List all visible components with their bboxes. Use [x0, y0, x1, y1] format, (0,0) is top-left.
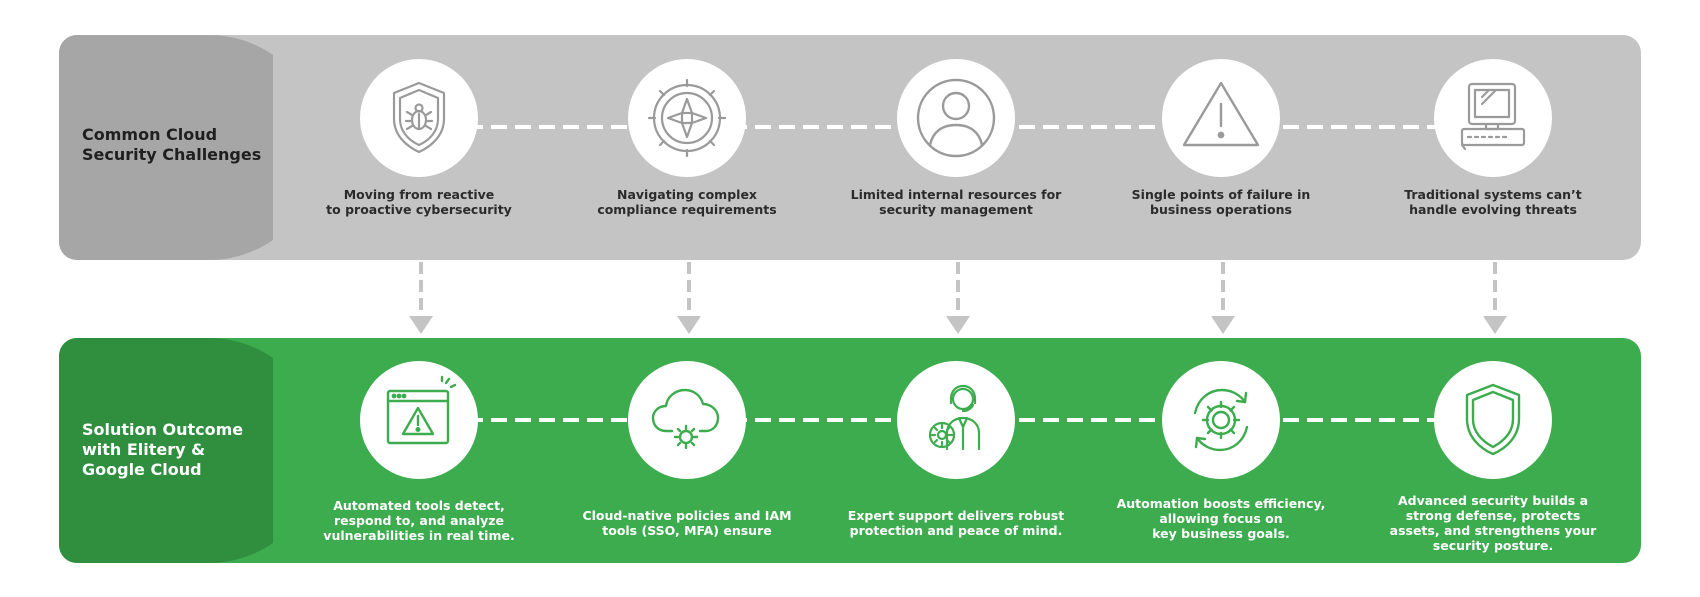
cloud-gear-icon: [651, 388, 720, 450]
solution-node-1: [360, 361, 478, 479]
solution-node-2: [628, 361, 746, 479]
challenge-node-5: [1434, 59, 1552, 177]
gear-refresh-icon: [1193, 388, 1249, 452]
challenge-node-1: [360, 59, 478, 177]
challenge-node-2: [628, 59, 746, 177]
challenge-caption-2: Navigating complex compliance requiremen…: [597, 187, 777, 217]
challenge-caption-3: Limited internal resources for security …: [850, 187, 1062, 217]
arrow-head-5: [1483, 316, 1507, 334]
challenge-caption-4: Single points of failure in business ope…: [1131, 187, 1311, 217]
solution-node-4: [1162, 361, 1280, 479]
solution-caption-5: Advanced security builds a strong defens…: [1389, 493, 1597, 553]
desktop-computer-icon: [1460, 82, 1526, 151]
solution-node-5: [1434, 361, 1552, 479]
solution-node-3: [897, 361, 1015, 479]
solution-caption-3: Expert support delivers robust protectio…: [847, 508, 1065, 538]
shield-bug-icon: [392, 81, 446, 154]
challenges-title: Common Cloud Security Challenges: [82, 125, 262, 164]
solutions-band: Solution Outcome with Elitery & Google C…: [59, 338, 1641, 563]
gear-compass-icon: [647, 78, 727, 158]
arrow-head-2: [677, 316, 701, 334]
challenge-caption-5: Traditional systems can’t handle evolvin…: [1404, 187, 1582, 217]
solution-caption-1: Automated tools detect, respond to, and …: [323, 498, 515, 543]
arrow-head-1: [409, 316, 433, 334]
shield-icon: [1465, 383, 1521, 456]
arrow-head-3: [946, 316, 970, 334]
solution-caption-4: Automation boosts efficiency, allowing f…: [1116, 496, 1326, 541]
solutions-title: Solution Outcome with Elitery & Google C…: [82, 420, 244, 479]
support-agent-icon: [928, 384, 981, 451]
solution-caption-2: Cloud-native policies and IAM tools (SSO…: [582, 508, 792, 538]
challenge-node-3: [897, 59, 1015, 177]
challenge-caption-1: Moving from reactive to proactive cybers…: [326, 187, 512, 217]
challenges-tab: [59, 35, 273, 260]
solutions-tab: [59, 338, 273, 563]
user-icon: [916, 78, 996, 158]
challenge-node-4: [1162, 59, 1280, 177]
arrow-head-4: [1211, 316, 1235, 334]
warning-icon: [1182, 81, 1260, 147]
challenges-band: Common Cloud Security Challenges Moving …: [59, 35, 1641, 260]
browser-alert-icon: [386, 375, 457, 445]
